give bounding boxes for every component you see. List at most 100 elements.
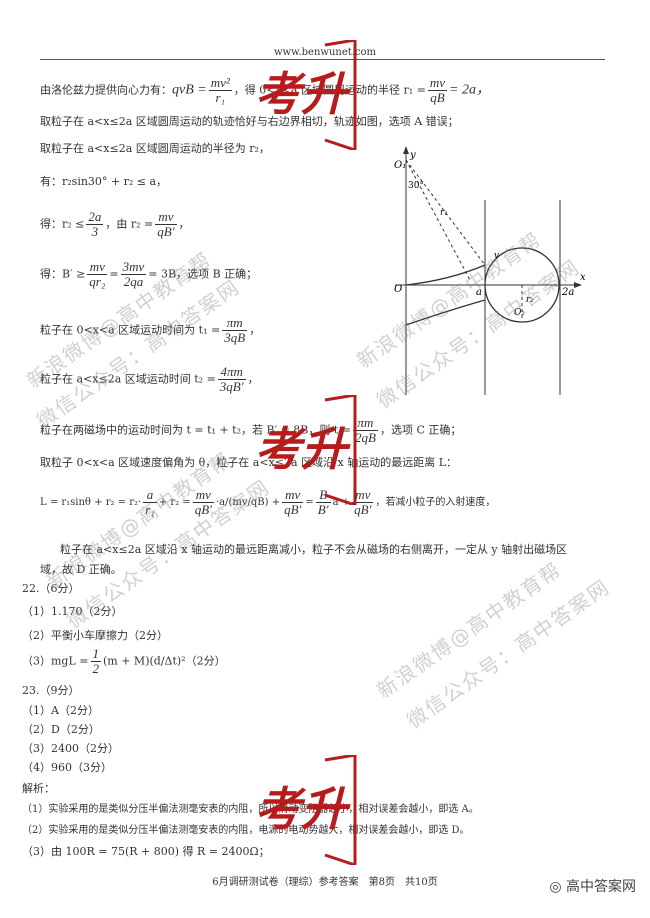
arc-1 — [405, 264, 486, 286]
y-label: y — [409, 150, 416, 161]
formula: qvB = — [172, 82, 207, 98]
text: 粒子在两磁场中的运动时间为 t = t₁ + t₂，若 B′ = 8B，则 t … — [40, 423, 351, 437]
line-2: 取粒子在 a<x≤2a 区域圆周运动的轨迹恰好与右边界相切，轨迹如图，选项 A … — [40, 115, 459, 128]
q23-title: 23.（9分） — [22, 684, 80, 697]
svg-text:考升: 考升 — [255, 67, 351, 121]
text: ，选项 C 正确； — [379, 423, 462, 437]
o2-label: O₂ — [514, 308, 525, 318]
num: 1 — [90, 646, 101, 662]
num: mv — [87, 260, 108, 275]
num: πm — [353, 416, 378, 431]
svg-text:考升: 考升 — [255, 782, 351, 836]
q23-answer-4: （4）960（3分） — [22, 761, 112, 774]
angle-label: 30° — [408, 181, 424, 191]
num: mv² — [208, 75, 232, 91]
text: = — [109, 267, 119, 281]
den: qB — [430, 90, 445, 105]
text: (m + M)(d/Δt)²（2分） — [103, 654, 226, 668]
v-label: v — [494, 251, 499, 261]
text: 粒子在 a<x≤2a 区域运动时间 t₂ = — [40, 372, 216, 386]
analysis-2: （2）实验采用的是类似分压半偏法测毫安表的内阻，电源的电动势越大，相对误差会越小… — [22, 825, 470, 836]
r1-label: r₁ — [440, 208, 448, 218]
brand-text: 高中答案网 — [566, 879, 636, 895]
den: qB′ — [284, 502, 302, 517]
text: 得：B′ ≥ — [40, 267, 86, 281]
line-3: 取粒子在 a<x≤2a 区域圆周运动的半径为 r₂， — [40, 142, 270, 155]
num: πm — [222, 316, 248, 331]
text: 由洛伦兹力提供向心力有： — [40, 83, 172, 97]
num: B — [315, 488, 331, 503]
text: = — [305, 497, 314, 508]
line-13: 域，故 D 正确。 — [40, 563, 122, 576]
q23-answer-2: （2）D（2分） — [22, 723, 100, 736]
line-12: 粒子在 a<x≤2a 区域沿 x 轴运动的最远距离减小，粒子不会从磁场的右侧离开… — [60, 543, 568, 556]
den: 3qB — [224, 330, 246, 345]
trajectory-diagram: y O₁ 30° r₁ O a 2a x r₂ O₂ v — [394, 146, 586, 395]
analysis-label: 解析： — [22, 782, 55, 795]
kaosheng-logo: 考升 — [255, 755, 357, 865]
text: 得：r₂ ≤ — [40, 217, 85, 231]
svg-text:考升: 考升 — [255, 422, 351, 476]
den: qB′ — [194, 502, 212, 517]
header-rule — [40, 59, 605, 60]
num: 4πm — [217, 365, 246, 380]
radius-r1 — [405, 159, 486, 266]
line-4: 有：r₂sin30° + r₂ ≤ a， — [40, 175, 168, 188]
text: ， — [247, 372, 259, 386]
arc-3 — [405, 299, 486, 326]
line-10: 取粒子 0<x<a 区域速度偏角为 θ，粒子在 a<x≤2a 区域沿 x 轴运动… — [40, 456, 458, 469]
text: a + — [332, 497, 351, 508]
kaosheng-logo: 考升 — [255, 395, 357, 505]
text: L = r₁sinθ + r₂ = r₂· — [40, 497, 142, 508]
brand-label: ◎ 高中答案网 — [549, 876, 636, 896]
num: mv — [282, 488, 304, 503]
text: （3）mgL = — [22, 654, 89, 668]
arc-2 — [484, 247, 560, 323]
text: 粒子在 0<x<a 区域运动时间为 t₁ = — [40, 323, 221, 337]
q22-answer-2: （2）平衡小车摩擦力（2分） — [22, 629, 168, 642]
analysis-1: （1）实验采用的是类似分压半偏法测毫安表的内阻，所以滑动变阻器越小，相对误差会越… — [22, 804, 479, 815]
wechat-icon: ◎ — [549, 879, 566, 895]
den: 3qB′ — [219, 379, 244, 394]
q23-answer-3: （3）2400（2分） — [22, 742, 119, 755]
den: 2qB — [355, 430, 376, 445]
num: a — [143, 488, 157, 503]
y-axis-arrow — [403, 146, 409, 154]
den: r₁ — [145, 502, 155, 517]
text: ， — [178, 217, 190, 231]
formula: = 2a， — [449, 82, 490, 98]
2a-label: 2a — [561, 287, 574, 298]
a-label: a — [476, 287, 482, 298]
o1-label: O₁ — [394, 160, 406, 171]
den: qB′ — [157, 224, 175, 239]
r2-label: r₂ — [526, 295, 534, 305]
num: 2a — [86, 209, 104, 225]
text: ，若减小粒子的入射速度， — [375, 497, 496, 508]
num: mv — [427, 75, 448, 91]
q22-answer-1: （1）1.170（2分） — [22, 605, 123, 618]
page-footer: 6月调研测试卷（理综）参考答案 第8页 共10页 — [212, 877, 438, 888]
num: mv — [192, 488, 214, 503]
den: B′ — [317, 502, 329, 517]
num: mv — [155, 210, 177, 225]
line-9: 粒子在两磁场中的运动时间为 t = t₁ + t₂，若 B′ = 8B，则 t … — [40, 416, 461, 445]
den: qr₂ — [89, 274, 106, 289]
den: 2qa — [123, 274, 144, 289]
den: r₁ — [215, 90, 226, 105]
